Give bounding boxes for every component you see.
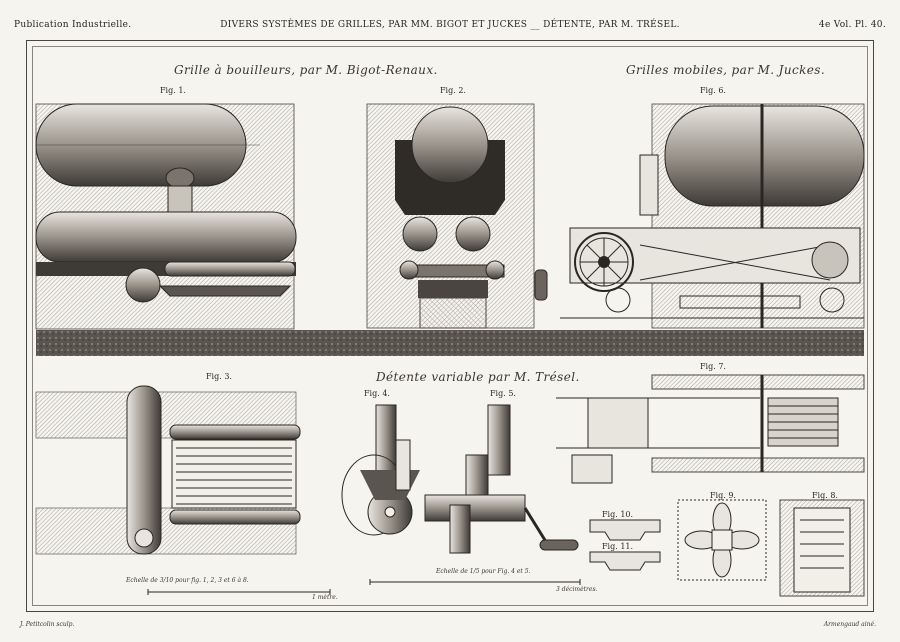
scale-mid-label: Echelle de 1/5 pour Fig. 4 et 5. [436,568,531,575]
credit-engraver: J. Petitcolin sculp. [20,621,75,628]
title-grille-bouilleurs: Grille à bouilleurs, par M. Bigot-Renaux… [174,63,438,77]
label-fig4: Fig. 4. [364,389,390,398]
fig2-cross-section [366,103,548,329]
fig10-fig11-drawing [589,519,661,571]
fig3-drawing [35,385,301,555]
label-fig10: Fig. 10. [602,510,634,519]
title-detente-variable: Détente variable par M. Trésel. [376,370,580,384]
label-fig9: Fig. 9. [710,491,736,500]
fig8-drawing [779,499,865,597]
label-fig2: Fig. 2. [440,86,466,95]
fig6-moving-grate [560,103,865,329]
fig7-drawing [556,374,865,484]
scale-bars [147,579,581,595]
plate-inner-frame [32,46,868,606]
ground-strip [36,330,864,356]
scale-mid-end: 3 décimètres. [556,586,598,593]
label-fig3: Fig. 3. [206,372,232,381]
fig4-drawing [341,404,420,536]
label-fig11: Fig. 11. [602,542,634,551]
header-plate-number: 4e Vol. Pl. 40. [818,20,886,30]
label-fig1: Fig. 1. [160,86,186,95]
fig5-drawing [424,404,579,554]
plate-outer-frame [26,40,874,612]
credit-author: Armengaud ainé. [823,621,876,628]
label-fig5: Fig. 5. [490,389,516,398]
label-fig8: Fig. 8. [812,491,838,500]
header-title: DIVERS SYSTÈMES DE GRILLES, PAR MM. BIGO… [220,20,680,30]
scale-left-end: 1 mètre. [312,594,338,601]
scale-left-label: Echelle de 3/10 pour fig. 1, 2, 3 et 6 à… [126,577,249,584]
fig9-drawing [677,499,767,581]
fig1-boiler-drawing [35,103,297,330]
header-publication: Publication Industrielle. [14,20,132,30]
label-fig6: Fig. 6. [700,86,726,95]
label-fig7: Fig. 7. [700,362,726,371]
title-grilles-mobiles: Grilles mobiles, par M. Juckes. [626,63,826,77]
